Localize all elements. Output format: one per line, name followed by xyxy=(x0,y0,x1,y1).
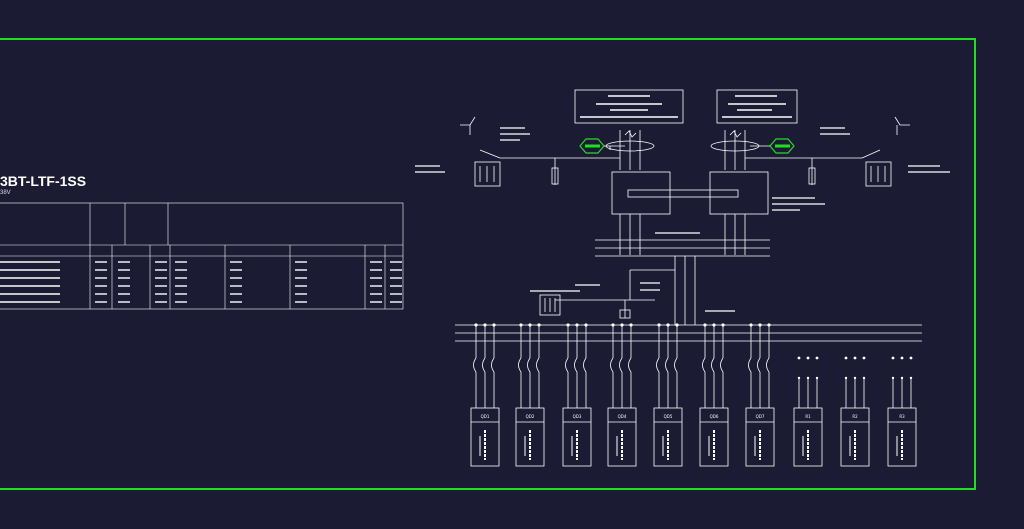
reserve-terminal-dot xyxy=(891,376,895,380)
bus-tap-dot xyxy=(528,323,532,327)
feeder-id: R1 xyxy=(805,414,811,419)
breaker-contact xyxy=(757,357,761,373)
reserve-terminal-dot xyxy=(797,376,801,380)
breaker-contact xyxy=(482,357,486,373)
feeder-id: QD6 xyxy=(710,414,719,419)
bus-tap-dot xyxy=(566,323,570,327)
reserve-terminal-dot xyxy=(844,376,848,380)
right-device-group xyxy=(861,116,910,187)
feeder-box xyxy=(699,407,729,467)
feeder-box xyxy=(607,407,637,467)
feeder-box xyxy=(653,407,683,467)
left-meter-box xyxy=(539,294,561,316)
reserve-terminal-dot xyxy=(797,356,801,360)
reserve-terminal-dot xyxy=(806,376,810,380)
feeder-box xyxy=(887,407,917,467)
feeder-box xyxy=(470,407,500,467)
bus-tap-dot xyxy=(483,323,487,327)
reserve-terminal-dot xyxy=(891,356,895,360)
feeder-id: QD5 xyxy=(664,414,673,419)
transformer-label-scribbles xyxy=(580,95,792,118)
bus-tap-dot xyxy=(758,323,762,327)
bus-tap-dot xyxy=(629,323,633,327)
feeder-box xyxy=(562,407,592,467)
feeder-id: QD2 xyxy=(526,414,535,419)
breaker-contact xyxy=(583,357,587,373)
breaker-contact xyxy=(527,357,531,373)
feeder-box xyxy=(515,407,545,467)
breaker-contact xyxy=(748,357,752,373)
bus-tap-dot xyxy=(474,323,478,327)
left-device-group xyxy=(460,116,501,187)
feeder-id: QD7 xyxy=(756,414,765,419)
breaker-contact xyxy=(766,357,770,373)
bus-tap-dot xyxy=(712,323,716,327)
bus-tap-dot xyxy=(584,323,588,327)
bus-tap-dot xyxy=(620,323,624,327)
breaker-contact xyxy=(720,357,724,373)
bus-tap-dot xyxy=(537,323,541,327)
reserve-terminal-dot xyxy=(844,356,848,360)
bus-tap-dot xyxy=(519,323,523,327)
transformer-2-symbol xyxy=(769,138,795,154)
breaker-contact xyxy=(619,357,623,373)
reserve-terminal-dot xyxy=(909,356,913,360)
breaker-contact xyxy=(674,357,678,373)
feeder-id: R3 xyxy=(899,414,905,419)
bus-tap-dot xyxy=(749,323,753,327)
reserve-terminal-dot xyxy=(815,376,819,380)
breaker-contact xyxy=(491,357,495,373)
table-rows xyxy=(0,261,402,303)
breaker-contact xyxy=(656,357,660,373)
feeder-box xyxy=(745,407,775,467)
bus-tap-dot xyxy=(492,323,496,327)
breaker-contact xyxy=(628,357,632,373)
feeder-id: QD3 xyxy=(573,414,582,419)
reserve-terminal-dot xyxy=(862,356,866,360)
feeder-id: QD1 xyxy=(481,414,490,419)
annotation-scribbles xyxy=(415,127,950,312)
breaker-contact xyxy=(665,357,669,373)
bus-tap-dot xyxy=(703,323,707,327)
info-table xyxy=(0,202,404,310)
drawing-title: 3BT-LTF-1SS xyxy=(0,173,87,189)
main-wiring xyxy=(455,130,922,342)
breaker-contact xyxy=(565,357,569,373)
breaker-contact xyxy=(702,357,706,373)
bus-tap-dot xyxy=(675,323,679,327)
reserve-terminal-dot xyxy=(909,376,913,380)
feeder-box xyxy=(793,407,823,467)
reserve-terminal-dot xyxy=(862,376,866,380)
breaker-contact xyxy=(610,357,614,373)
reserve-terminal-dot xyxy=(853,356,857,360)
bus-tap-dot xyxy=(721,323,725,327)
breaker-contact xyxy=(711,357,715,373)
feeder-id: QD4 xyxy=(618,414,627,419)
breaker-contact xyxy=(518,357,522,373)
reserve-terminal-dot xyxy=(806,356,810,360)
feeder-box xyxy=(840,407,870,467)
drawing-frame xyxy=(0,38,976,490)
reserve-terminal-dot xyxy=(900,376,904,380)
feeder-group: QD1 QD2 QD3 QD4 QD5 QD6 QD7 R1 R2 R3 xyxy=(470,323,917,467)
bus-tap-dot xyxy=(767,323,771,327)
bus-tap-dot xyxy=(666,323,670,327)
drawing-subtitle: 38V xyxy=(0,190,11,196)
bus-tap-dot xyxy=(575,323,579,327)
reserve-terminal-dot xyxy=(853,376,857,380)
feeder-id: R2 xyxy=(852,414,858,419)
bus-tap-dot xyxy=(657,323,661,327)
transformer-1-symbol xyxy=(579,138,605,154)
breaker-contact xyxy=(536,357,540,373)
transformer-label-boxes xyxy=(574,89,798,124)
reserve-terminal-dot xyxy=(900,356,904,360)
reserve-terminal-dot xyxy=(815,356,819,360)
breaker-contact xyxy=(473,357,477,373)
breaker-contact xyxy=(574,357,578,373)
bus-tap-dot xyxy=(611,323,615,327)
